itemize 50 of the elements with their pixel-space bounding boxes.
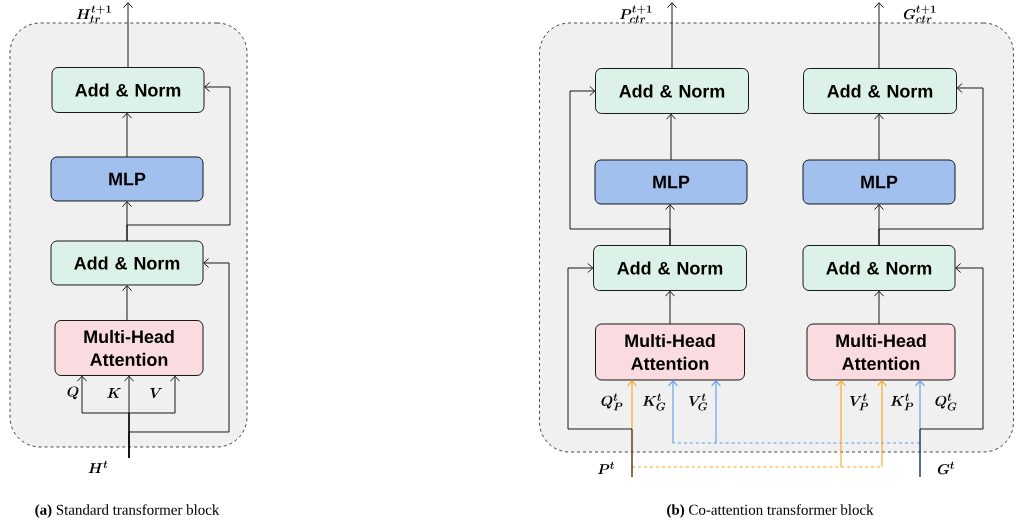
edge-label: $K_{G}^{t}$ bbox=[642, 393, 666, 411]
edge-label: $V_{P}^{t}$ bbox=[850, 393, 869, 411]
math-label: $P_{ctr}^{t+1}$ bbox=[619, 5, 652, 23]
math-label: $H^{t}$ bbox=[88, 460, 108, 474]
edge-label: $K_{P}^{t}$ bbox=[890, 393, 914, 411]
arrow bbox=[122, 285, 132, 321]
process-box: Multi-Head Attention bbox=[806, 323, 956, 381]
arrow bbox=[567, 263, 633, 478]
math-label: $G_{ctr}^{t+1}$ bbox=[903, 5, 936, 23]
arrow bbox=[874, 113, 884, 161]
arrow bbox=[874, 290, 884, 325]
process-box: Multi-Head Attention bbox=[595, 323, 745, 381]
process-box: Add & Norm bbox=[50, 240, 204, 286]
process-box: MLP bbox=[802, 159, 956, 205]
process-box: Add & Norm bbox=[593, 245, 747, 291]
dashed-line bbox=[672, 442, 921, 444]
arrow bbox=[667, 2, 677, 69]
process-box: Add & Norm bbox=[802, 245, 956, 291]
arrow bbox=[876, 380, 888, 468]
edge-label: $Q_{P}^{t}$ bbox=[601, 393, 623, 411]
edge-label: $V$ bbox=[150, 388, 162, 399]
math-label: $H_{tr}^{t+1}$ bbox=[76, 5, 111, 23]
arrow bbox=[835, 380, 847, 468]
arrow bbox=[710, 380, 722, 444]
edge-label: $K$ bbox=[107, 388, 121, 398]
arrow bbox=[569, 86, 671, 246]
process-box: Add & Norm bbox=[803, 68, 957, 114]
arrow bbox=[874, 2, 884, 69]
process-box: MLP bbox=[50, 156, 204, 202]
edge-label: $Q$ bbox=[67, 386, 79, 400]
math-label: $G^{t}$ bbox=[937, 461, 954, 475]
arrow bbox=[128, 258, 230, 459]
arrow bbox=[878, 83, 984, 246]
process-box: Add & Norm bbox=[51, 67, 205, 113]
process-box: Multi-Head Attention bbox=[54, 320, 204, 376]
math-label: $P^{t}$ bbox=[597, 461, 614, 475]
process-box: MLP bbox=[594, 159, 748, 205]
process-box: Add & Norm bbox=[595, 68, 749, 114]
arrow bbox=[667, 380, 679, 444]
dashed-line bbox=[631, 466, 883, 468]
arrow bbox=[919, 263, 984, 478]
arrow bbox=[666, 113, 676, 161]
caption: (a) Standard transformer block bbox=[35, 504, 220, 518]
caption: (b) Co-attention transformer block bbox=[667, 504, 874, 518]
edge-label: $Q_{G}^{t}$ bbox=[935, 393, 957, 411]
arrow bbox=[122, 112, 132, 158]
arrow bbox=[665, 290, 675, 325]
edge-label: $V_{G}^{t}$ bbox=[689, 393, 708, 411]
arrow bbox=[126, 82, 231, 242]
arrow bbox=[123, 2, 133, 68]
